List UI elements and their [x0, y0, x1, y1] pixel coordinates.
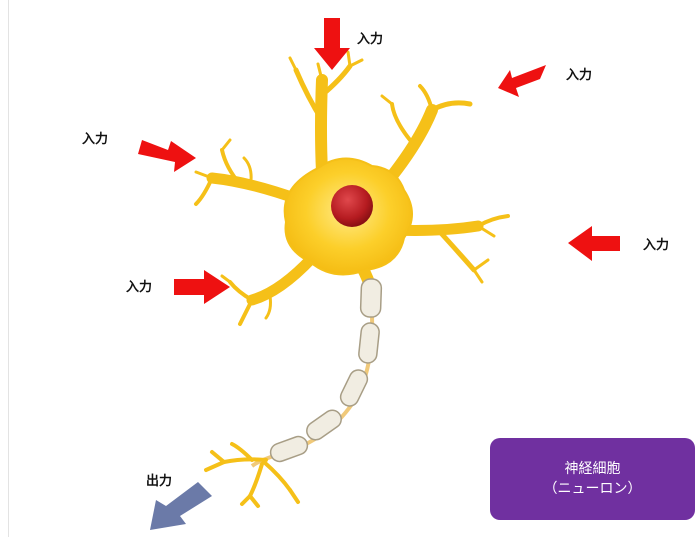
myelin-segment — [338, 367, 371, 409]
badge-title: 神経細胞 — [565, 459, 621, 479]
output-arrow — [150, 482, 212, 530]
label-input-right: 入力 — [643, 234, 669, 253]
input-arrow-left — [138, 140, 196, 172]
nucleus — [331, 185, 373, 227]
input-arrow-right — [568, 226, 620, 261]
myelin-segment — [360, 279, 381, 318]
input-arrow-top — [314, 18, 350, 70]
myelin-segment — [268, 434, 310, 464]
dendrite-lower-left — [252, 258, 312, 300]
label-input-left: 入力 — [82, 128, 108, 147]
label-input-lower-left: 入力 — [126, 276, 152, 295]
myelin-segment — [358, 322, 380, 364]
label-input-top: 入力 — [357, 28, 383, 47]
neuron-title-badge: 神経細胞 （ニューロン） — [490, 438, 695, 520]
myelin-segment — [303, 407, 344, 444]
label-output: 出力 — [146, 470, 172, 489]
input-arrow-top-right — [498, 65, 546, 97]
badge-subtitle: （ニューロン） — [544, 479, 642, 499]
label-input-top-right: 入力 — [566, 64, 592, 83]
